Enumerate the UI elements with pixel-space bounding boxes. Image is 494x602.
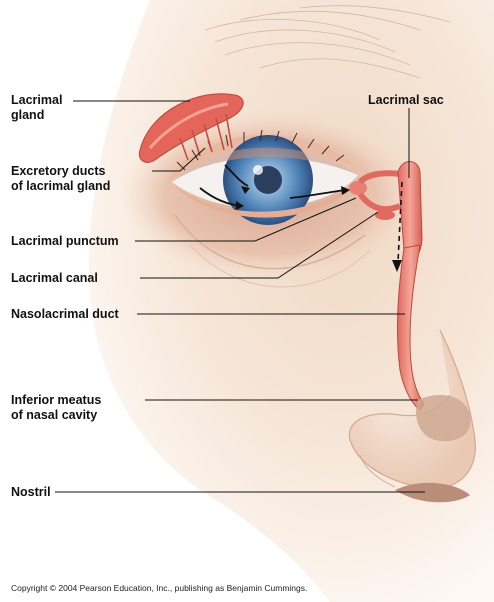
label-lacrimal-canal: Lacrimal canal	[11, 271, 98, 285]
lacrimal-canal-lower	[357, 192, 402, 213]
leader-lines	[55, 100, 425, 493]
label-lacrimal-gland-2: gland	[11, 108, 45, 122]
label-lacrimal-gland-1: Lacrimal	[11, 93, 63, 107]
label-inferior-meatus-1: Inferior meatus	[11, 393, 102, 407]
lacrimal-gland	[138, 93, 244, 163]
lower-eyelid	[172, 178, 360, 218]
label-inferior-meatus-2: of nasal cavity	[11, 408, 98, 422]
caruncle	[349, 181, 367, 195]
nostril-shape	[395, 482, 470, 503]
label-excretory-1: Excretory ducts	[11, 164, 106, 178]
label-nasolacrimal-duct: Nasolacrimal duct	[11, 307, 119, 321]
under-eye-fold	[174, 214, 366, 270]
excretory-ducts	[179, 113, 233, 161]
hair-strokes	[204, 5, 451, 79]
nose	[348, 329, 476, 489]
inferior-meatus	[415, 395, 471, 442]
label-lacrimal-sac: Lacrimal sac	[368, 93, 444, 107]
drainage-arrow	[397, 181, 403, 263]
copyright-notice: Copyright © 2004 Pearson Education, Inc.…	[11, 583, 308, 593]
label-nostril: Nostril	[11, 485, 51, 499]
label-lacrimal-punctum: Lacrimal punctum	[11, 234, 119, 248]
label-excretory-2: of lacrimal gland	[11, 179, 111, 193]
upper-eyelid	[168, 135, 360, 180]
face-skin	[88, 0, 494, 602]
lacrimal-canal-upper	[357, 170, 401, 185]
